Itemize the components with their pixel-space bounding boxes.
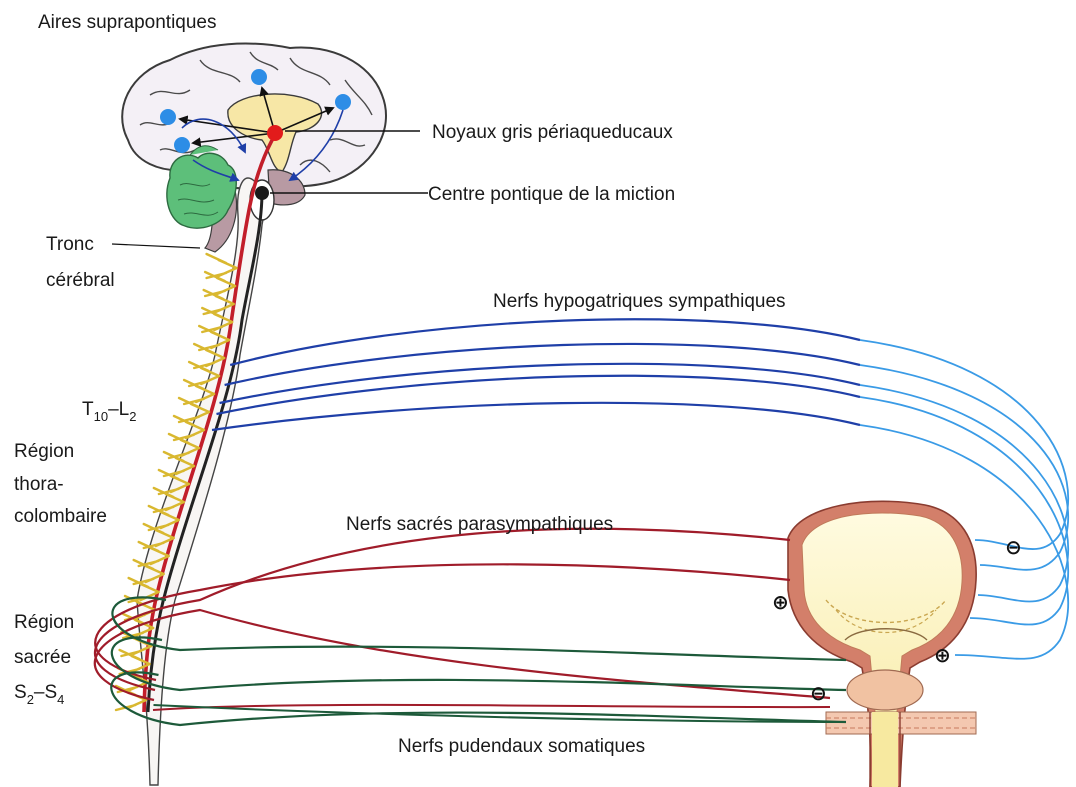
s-dash: –S — [34, 682, 57, 703]
sign-plus-neck: ⊕ — [934, 643, 951, 667]
label-cerebral: cérébral — [46, 270, 115, 291]
sign-minus-detrusor: ⊖ — [1005, 535, 1022, 559]
cortex-dot — [160, 109, 176, 125]
label-region-sacree-1: Région — [14, 612, 74, 633]
label-s2-s4: S2–S4 — [14, 682, 64, 707]
s-sub2: 4 — [57, 692, 64, 707]
s-sub1: 2 — [27, 692, 34, 707]
label-hypogastric-nerves: Nerfs hypogatriques sympathiques — [493, 291, 786, 312]
label-t10-l2: T10–L2 — [82, 399, 136, 424]
label-sacral-nerves: Nerfs sacrés parasympathiques — [346, 514, 613, 535]
label-centre-pontique: Centre pontique de la miction — [428, 184, 675, 205]
label-region-thoraco-2: thora- — [14, 474, 64, 495]
leader-tronc — [112, 244, 200, 248]
label-region-thoraco-1: Région — [14, 441, 74, 462]
hypogastric-nerve — [230, 319, 860, 365]
t-sub1: 10 — [94, 409, 108, 424]
label-noyaux-gris: Noyaux gris périaqueducaux — [432, 122, 673, 143]
label-region-thoraco-3: colombaire — [14, 506, 107, 527]
sign-minus-sphincter: ⊖ — [810, 681, 827, 705]
cortex-dot — [335, 94, 351, 110]
pontine-center-dot — [255, 186, 269, 200]
label-pudendal-nerves: Nerfs pudendaux somatiques — [398, 736, 645, 757]
sign-plus-detrusor: ⊕ — [772, 590, 789, 614]
internal-sphincter — [847, 670, 923, 710]
t-dash: –L — [108, 399, 129, 420]
cortex-dot — [251, 69, 267, 85]
label-region-sacree-2: sacrée — [14, 647, 71, 668]
cortex-dot — [174, 137, 190, 153]
pag-nucleus-dot — [267, 125, 283, 141]
pelvic-floor — [826, 712, 976, 734]
hypogastric-nerve — [216, 376, 860, 414]
label-aires-suprapontiques: Aires suprapontiques — [38, 12, 217, 33]
hypogastric-nerve — [212, 403, 860, 430]
pudendal-nerve — [112, 597, 846, 660]
t-sub2: 2 — [129, 409, 136, 424]
parasympathetic-nerve — [95, 564, 790, 680]
label-tronc: Tronc — [46, 234, 94, 255]
s-base: S — [14, 682, 27, 703]
t-base: T — [82, 399, 94, 420]
